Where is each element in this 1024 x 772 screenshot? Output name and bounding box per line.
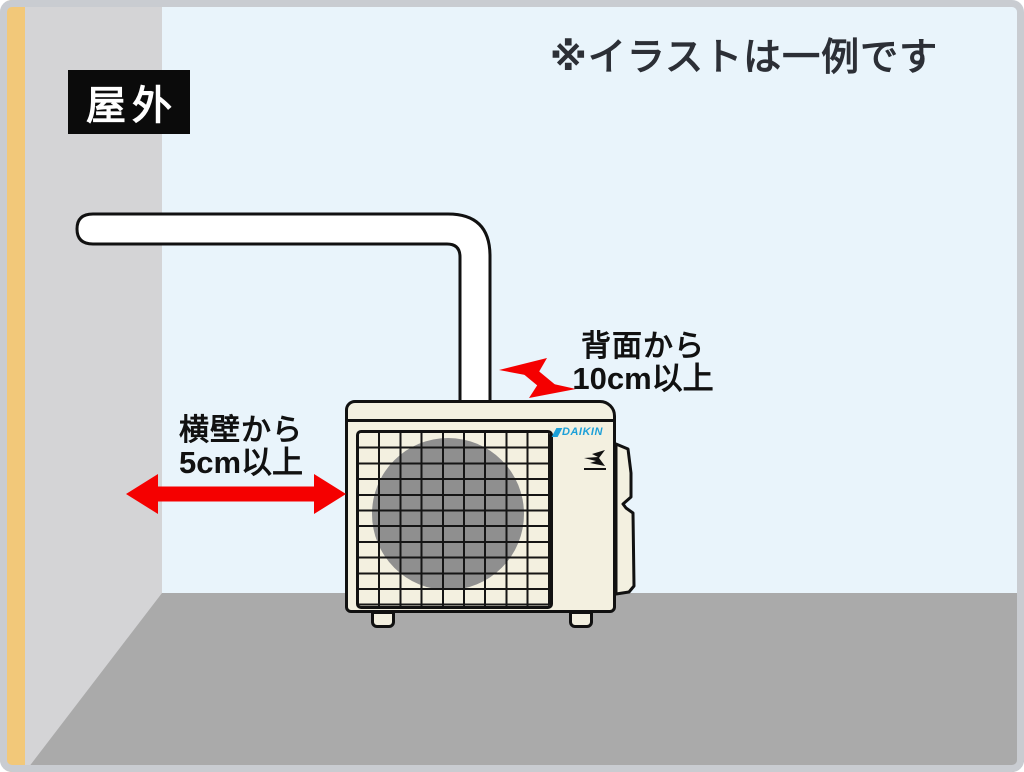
grille-grid bbox=[359, 433, 550, 606]
back-clearance-line2: 10cm以上 bbox=[572, 361, 714, 396]
floor bbox=[25, 593, 1024, 772]
outdoor-badge: 屋外 bbox=[68, 70, 190, 134]
unit-foot-right bbox=[569, 611, 593, 628]
emblem-icon bbox=[584, 450, 605, 466]
grille-inner bbox=[359, 433, 550, 606]
disclaimer-note: ※イラストは一例です bbox=[549, 37, 939, 79]
unit-top-edge bbox=[347, 419, 614, 422]
back-clearance-line1: 背面から bbox=[581, 330, 705, 363]
wall-pillar bbox=[6, 0, 25, 772]
side-clearance-line2: 5cm以上 bbox=[178, 445, 304, 480]
outdoor-unit: DAIKIN bbox=[345, 400, 616, 613]
unit-foot-left bbox=[371, 611, 395, 628]
emblem-caption-bar bbox=[584, 468, 606, 470]
brand-logo: DAIKIN bbox=[551, 426, 603, 438]
unit-grille bbox=[356, 430, 553, 609]
back-clearance-label: 背面から 10cm以上 bbox=[568, 331, 718, 395]
brand-mark-icon bbox=[551, 427, 563, 437]
side-clearance-label: 横壁から 5cm以上 bbox=[148, 415, 334, 479]
brand-name: DAIKIN bbox=[562, 426, 603, 438]
side-clearance-line1: 横壁から bbox=[179, 414, 303, 447]
